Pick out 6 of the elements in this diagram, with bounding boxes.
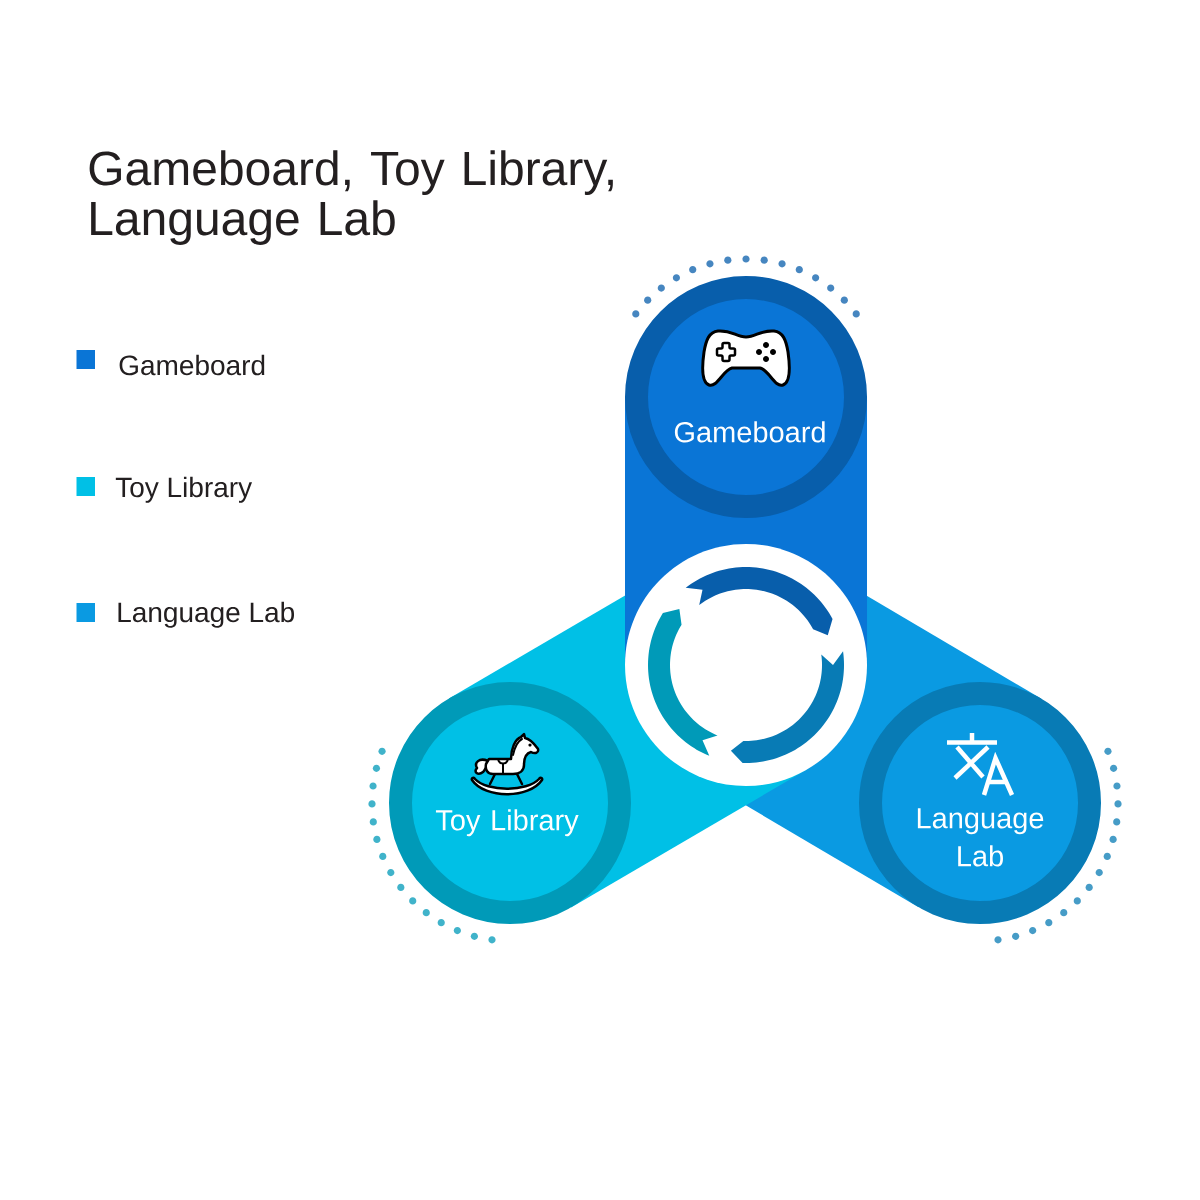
legend-label: Toy Library (115, 476, 253, 503)
title: Gameboard, Toy Library, Language Lab (89, 150, 613, 245)
circle-node: Toy Library (389, 682, 631, 924)
legend-label: Gameboard (119, 354, 265, 376)
circle-node: Language Lab (859, 682, 1101, 924)
legend-label: Language Lab (118, 601, 295, 628)
